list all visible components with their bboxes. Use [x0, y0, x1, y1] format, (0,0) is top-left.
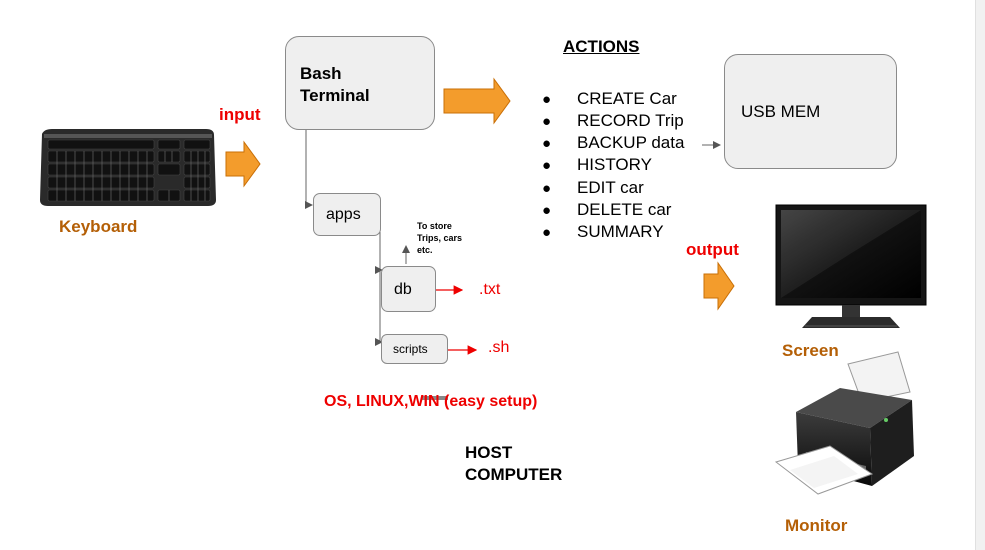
action-item-label: DELETE car	[577, 200, 672, 219]
bash-terminal-label-line1: Bash	[300, 64, 342, 83]
usb-mem-box: USB MEM	[724, 54, 897, 169]
bash-terminal-box: Bash Terminal	[285, 36, 435, 130]
action-item-label: BACKUP data	[577, 133, 685, 152]
bullet-icon: ●	[542, 157, 552, 174]
usb-mem-label: USB MEM	[741, 102, 821, 121]
actions-title: ACTIONS	[563, 37, 640, 56]
bash-to-apps-connector	[305, 128, 313, 209]
action-item-label: SUMMARY	[577, 222, 664, 241]
bullet-icon: ●	[542, 202, 552, 219]
action-item-create-car: ● CREATE Car	[542, 88, 677, 110]
printer-icon	[774, 351, 914, 495]
os-label: OS, LINUX,WIN (easy setup)	[324, 393, 538, 410]
scripts-box: scripts	[381, 334, 448, 364]
apps-box: apps	[313, 193, 381, 236]
host-computer-line1: HOST	[465, 443, 513, 462]
sh-extension-label: .sh	[488, 339, 510, 356]
action-item-summary: ● SUMMARY	[542, 221, 664, 243]
action-item-history: ● HISTORY	[542, 154, 652, 176]
input-arrow	[225, 140, 261, 188]
action-item-label: CREATE Car	[577, 89, 677, 108]
host-computer-line2: COMPUTER	[465, 465, 563, 484]
page-scrollbar[interactable]	[975, 0, 985, 550]
action-item-backup-data: ● BACKUP data	[542, 132, 684, 154]
screen-label: Screen	[782, 341, 839, 360]
keyboard-label: Keyboard	[59, 217, 138, 236]
os-strike-mark	[422, 396, 448, 400]
action-item-edit-car: ● EDIT car	[542, 177, 644, 199]
bullet-icon: ●	[542, 224, 552, 241]
txt-extension-label: .txt	[479, 281, 501, 298]
db-label: db	[394, 281, 412, 298]
apps-to-db-connector	[375, 232, 383, 274]
action-item-record-trip: ● RECORD Trip	[542, 110, 684, 132]
bash-terminal-label-line2: Terminal	[300, 86, 370, 105]
db-box: db	[381, 266, 436, 312]
action-item-label: RECORD Trip	[577, 111, 684, 130]
host-computer-label: HOST COMPUTER	[465, 442, 562, 486]
bullet-icon: ●	[542, 113, 552, 130]
keyboard-icon	[40, 129, 216, 206]
store-note-line2: Trips, cars	[417, 233, 463, 243]
bullet-icon: ●	[542, 135, 552, 152]
action-item-label: HISTORY	[577, 155, 652, 174]
bullet-icon: ●	[542, 180, 552, 197]
store-note-line3: etc.	[417, 245, 433, 255]
bash-to-actions-arrow	[443, 77, 511, 125]
scripts-label: scripts	[393, 342, 428, 356]
store-note-line1: To store	[417, 221, 452, 231]
monitor-label: Monitor	[785, 516, 848, 535]
bullet-icon: ●	[542, 91, 552, 108]
action-item-delete-car: ● DELETE car	[542, 199, 671, 221]
output-arrow	[703, 261, 735, 311]
input-label: input	[219, 105, 261, 124]
monitor-icon	[775, 204, 927, 328]
apps-label: apps	[326, 206, 361, 223]
action-item-label: EDIT car	[577, 178, 644, 197]
store-note: To store Trips, cars etc.	[417, 220, 462, 256]
output-label: output	[686, 240, 739, 259]
